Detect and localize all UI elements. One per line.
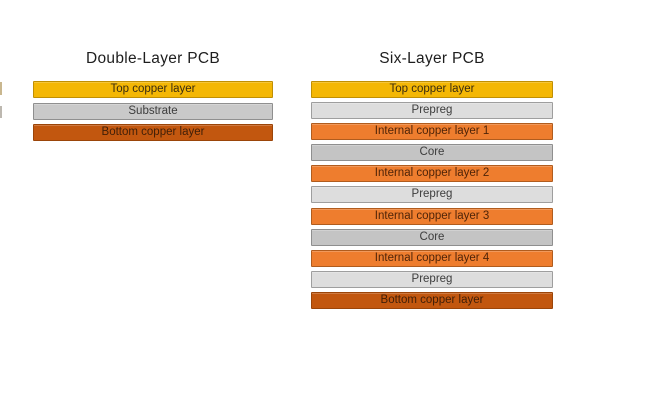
layer-bar-prepreg: Prepreg xyxy=(311,102,553,120)
left-edge-artifact-top xyxy=(0,82,2,95)
layer-bar-copper-internal: Internal copper layer 4 xyxy=(311,249,553,267)
diagram-title-double-layer: Double-Layer PCB xyxy=(85,50,221,67)
layer-bar-copper-top: Top copper layer xyxy=(33,81,273,98)
layer-bar-substrate: Substrate xyxy=(33,102,273,120)
diagram-title-six-layer: Six-Layer PCB xyxy=(379,50,485,67)
layer-bar-prepreg: Prepreg xyxy=(311,270,553,288)
left-edge-artifact-bottom xyxy=(0,106,2,118)
layer-bar-copper-internal: Internal copper layer 3 xyxy=(311,207,553,225)
layer-bar-core: Core xyxy=(311,144,553,162)
layer-bar-copper-top: Top copper layer xyxy=(311,81,553,98)
layer-bar-copper-bottom: Bottom copper layer xyxy=(311,291,553,309)
layer-bar-core: Core xyxy=(311,228,553,246)
layer-bar-prepreg: Prepreg xyxy=(311,186,553,204)
layer-bar-copper-internal: Internal copper layer 2 xyxy=(311,165,553,183)
layer-bar-copper-internal: Internal copper layer 1 xyxy=(311,123,553,141)
layer-bar-copper-bottom: Bottom copper layer xyxy=(33,124,273,141)
